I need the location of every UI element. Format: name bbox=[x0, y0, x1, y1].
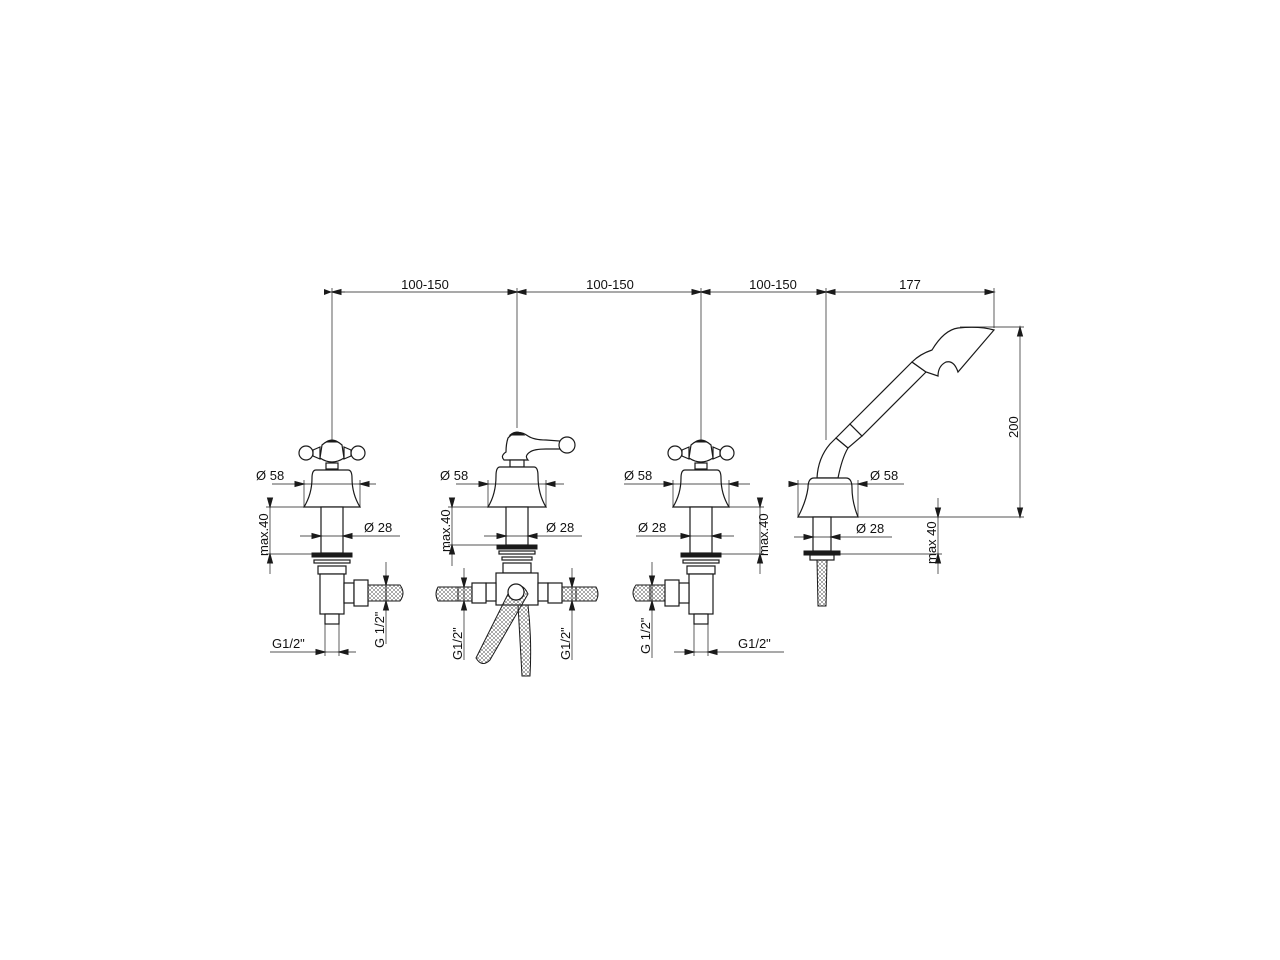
flange-diameter-label: Ø 58 bbox=[870, 468, 898, 483]
flange-diameter-label: Ø 58 bbox=[256, 468, 284, 483]
deck-thickness-label: max.40 bbox=[438, 509, 453, 552]
shank-diameter-label: Ø 28 bbox=[364, 520, 392, 535]
deck-thickness-label: max.40 bbox=[256, 513, 271, 556]
cross-handle-icon bbox=[298, 439, 366, 470]
dimension-label-2: 100-150 bbox=[586, 277, 634, 292]
right-cross-valve: Ø 58 Ø 28 max.40 G 1/2" G1/2" bbox=[624, 439, 784, 658]
shank-diameter-label: Ø 28 bbox=[856, 521, 884, 536]
inlet-thread-label: G 1/2" bbox=[372, 611, 387, 648]
left-cross-valve: Ø 58 Ø 28 max.40 G1/2" G 1/2" bbox=[256, 439, 404, 656]
shank-diameter-label: Ø 28 bbox=[638, 520, 666, 535]
outlet-thread-label: G1/2" bbox=[738, 636, 771, 651]
shank-diameter-label: Ø 28 bbox=[546, 520, 574, 535]
left-thread-label: G1/2" bbox=[450, 627, 465, 660]
dimension-label-3: 100-150 bbox=[749, 277, 797, 292]
cross-handle-icon bbox=[667, 439, 735, 470]
flange-diameter-label: Ø 58 bbox=[440, 468, 468, 483]
deck-thickness-label: max 40 bbox=[924, 521, 939, 564]
dimension-label-1: 100-150 bbox=[401, 277, 449, 292]
top-dimension-chain: 100-150 100-150 100-150 177 bbox=[324, 277, 996, 440]
right-thread-label: G1/2" bbox=[558, 627, 573, 660]
hand-shower: Ø 58 Ø 28 max 40 200 bbox=[788, 325, 1024, 607]
height-label: 200 bbox=[1006, 416, 1021, 438]
dimension-label-4: 177 bbox=[899, 277, 921, 292]
inlet-thread-label: G 1/2" bbox=[638, 617, 653, 654]
hand-shower-icon bbox=[816, 326, 996, 479]
deck-thickness-label: max.40 bbox=[756, 513, 771, 556]
center-lever-diverter: Ø 58 Ø 28 max.40 G1/2" G1/2" bbox=[435, 431, 599, 677]
lever-handle-icon bbox=[501, 431, 576, 468]
flange-diameter-label: Ø 58 bbox=[624, 468, 652, 483]
outlet-thread-label: G1/2" bbox=[272, 636, 305, 651]
